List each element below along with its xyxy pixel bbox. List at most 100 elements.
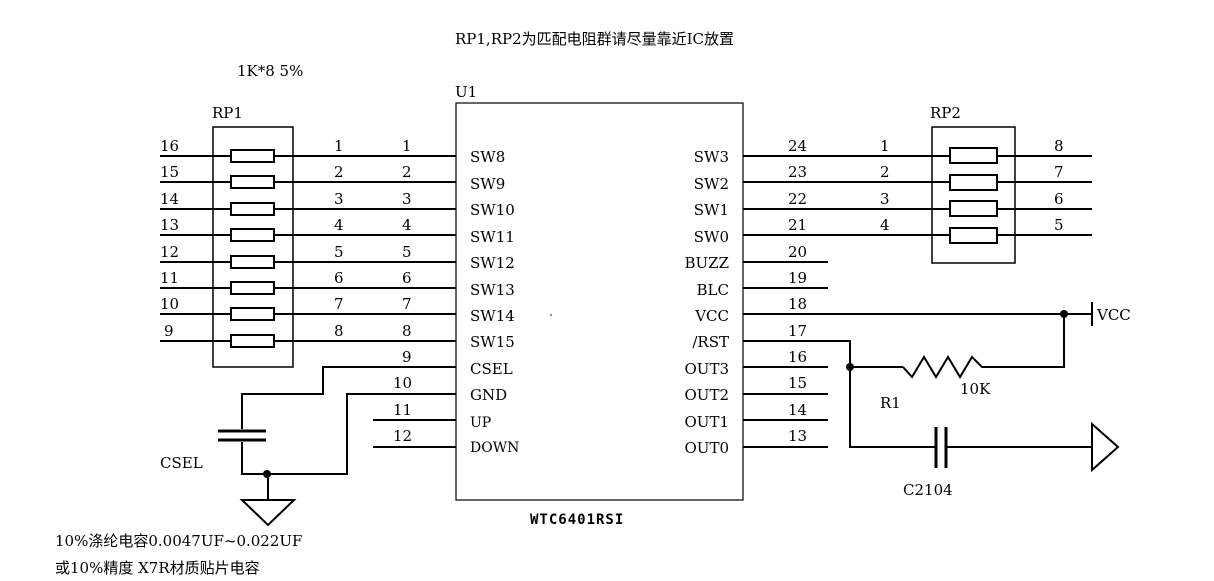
rp1-body — [212, 126, 294, 368]
pin-num-4: 4 — [402, 216, 412, 234]
c2-ground-symbol — [1091, 421, 1120, 473]
pin-num-19: 19 — [788, 269, 807, 287]
pin-num-13: 13 — [788, 427, 807, 445]
chip-body — [455, 102, 744, 501]
rp1-resistor — [230, 307, 275, 321]
rp1-inner-pin-numbers: 1 2 3 4 5 6 7 8 — [334, 137, 344, 340]
rp2-pin-2: 2 — [880, 163, 890, 181]
pin-num-15: 15 — [788, 374, 807, 392]
rp1-pin-3: 3 — [334, 190, 344, 208]
rp2-resistor — [949, 227, 998, 244]
pin-num-21: 21 — [788, 216, 807, 234]
rp1-resistor — [230, 228, 275, 242]
gnd-symbol — [239, 499, 297, 527]
r1-value-label: 10K — [960, 380, 991, 398]
rp1-ref-label: RP1 — [212, 104, 243, 122]
csel-network — [218, 366, 456, 527]
r1-resistor — [902, 355, 990, 379]
reset-network — [743, 340, 1120, 473]
pin-num-20: 20 — [788, 243, 807, 261]
pin-num-23: 23 — [788, 163, 807, 181]
rp1-resistor — [230, 255, 275, 269]
pin-name-csel: CSEL — [470, 360, 513, 378]
rp2-pin-3: 3 — [880, 190, 890, 208]
pin-num-7: 7 — [402, 295, 412, 313]
c2-label: C2104 — [903, 481, 953, 499]
chip-part-label: WTC6401RSI — [530, 512, 624, 528]
pin-name-sw13: SW13 — [470, 281, 515, 299]
vcc-network — [743, 302, 1093, 368]
pin-num-3: 3 — [402, 190, 412, 208]
vcc-label: VCC — [1096, 306, 1131, 324]
rp1-pin-14: 14 — [160, 190, 179, 208]
rp2-pin-5: 5 — [1054, 216, 1064, 234]
wire-rst — [743, 340, 922, 448]
pin-num-9: 9 — [402, 348, 412, 366]
rp1-resistor — [230, 281, 275, 295]
rp1-resistor — [230, 202, 275, 216]
rp2-outer-pin-numbers: 8 7 6 5 — [1054, 137, 1064, 234]
rp2-ref-label: RP2 — [930, 104, 961, 122]
rp1-pin-1: 1 — [334, 137, 344, 155]
rp1-pin-16: 16 — [160, 137, 179, 155]
rp1-pin-9: 9 — [164, 322, 174, 340]
rp1-resistor — [230, 149, 275, 163]
rp1-pin-4: 4 — [334, 216, 344, 234]
pin-num-24: 24 — [788, 137, 807, 155]
cap-note-2: 或10%精度 X7R材质贴片电容 — [55, 559, 260, 577]
rp1-pin-13: 13 — [160, 216, 179, 234]
rp1-pin-12: 12 — [160, 243, 179, 261]
pin-num-1: 1 — [402, 137, 412, 155]
rp1-pin-15: 15 — [160, 163, 179, 181]
pin-name-sw2: SW2 — [694, 175, 729, 193]
pin-name-down: DOWN — [470, 440, 519, 456]
pin-name-rst: /RST — [692, 333, 729, 351]
pin-num-16: 16 — [788, 348, 807, 366]
wire-csel — [241, 366, 456, 429]
pin-num-11: 11 — [393, 401, 412, 419]
pin-name-buzz: BUZZ — [684, 254, 729, 272]
pin-name-out2: OUT2 — [685, 386, 730, 404]
rp2-resistor — [949, 200, 998, 217]
pin-name-sw9: SW9 — [470, 175, 505, 193]
wire-gnd — [268, 393, 456, 475]
pin-num-5: 5 — [402, 243, 412, 261]
rp2-pin-4: 4 — [880, 216, 890, 234]
pin-num-14: 14 — [788, 401, 807, 419]
chip-right-pin-numbers: 24 23 22 21 20 19 18 17 16 15 14 13 — [788, 137, 807, 445]
rp1-pin-7: 7 — [334, 295, 344, 313]
rp1-value-label: 1K*8 5% — [237, 62, 303, 80]
rp1-resistor — [230, 334, 275, 348]
pin-num-10: 10 — [393, 374, 412, 392]
rp2-resistor — [949, 147, 998, 164]
chip-ref-label: U1 — [455, 83, 477, 101]
pin-name-out0: OUT0 — [685, 439, 730, 457]
pin-num-17: 17 — [788, 322, 807, 340]
rp1-resistors — [230, 149, 275, 348]
rp2-pin-7: 7 — [1054, 163, 1064, 181]
pin-name-sw14: SW14 — [470, 307, 515, 325]
pin-num-18: 18 — [788, 295, 807, 313]
pin-name-sw3: SW3 — [694, 148, 729, 166]
cap-note-1: 10%涤纶电容0.0047UF~0.022UF — [55, 532, 302, 550]
rp1-pin-11: 11 — [160, 269, 179, 287]
pin-num-22: 22 — [788, 190, 807, 208]
chip-left-pin-names: SW8 SW9 SW10 SW11 SW12 SW13 SW14 SW15 CS… — [470, 148, 519, 456]
chip-center-dot — [550, 314, 552, 316]
pin-num-12: 12 — [393, 427, 412, 445]
pin-name-up: UP — [470, 415, 491, 431]
pin-name-blc: BLC — [697, 281, 729, 299]
rp2-inner-pin-numbers: 1 2 3 4 — [880, 137, 890, 234]
pin-name-sw12: SW12 — [470, 254, 515, 272]
pin-name-vcc: VCC — [694, 307, 729, 325]
pin-name-sw15: SW15 — [470, 333, 515, 351]
rp1-pin-10: 10 — [160, 295, 179, 313]
pin-name-sw11: SW11 — [470, 228, 515, 246]
rp1-leads — [160, 155, 456, 342]
chip-right-pin-names: SW3 SW2 SW1 SW0 BUZZ BLC VCC /RST OUT3 O… — [684, 148, 729, 457]
pin-name-sw10: SW10 — [470, 201, 515, 219]
rp1-pin-5: 5 — [334, 243, 344, 261]
rp2-resistors — [949, 147, 998, 244]
chip-left-pin-numbers: 1 2 3 4 5 6 7 8 9 10 11 12 — [393, 137, 412, 445]
